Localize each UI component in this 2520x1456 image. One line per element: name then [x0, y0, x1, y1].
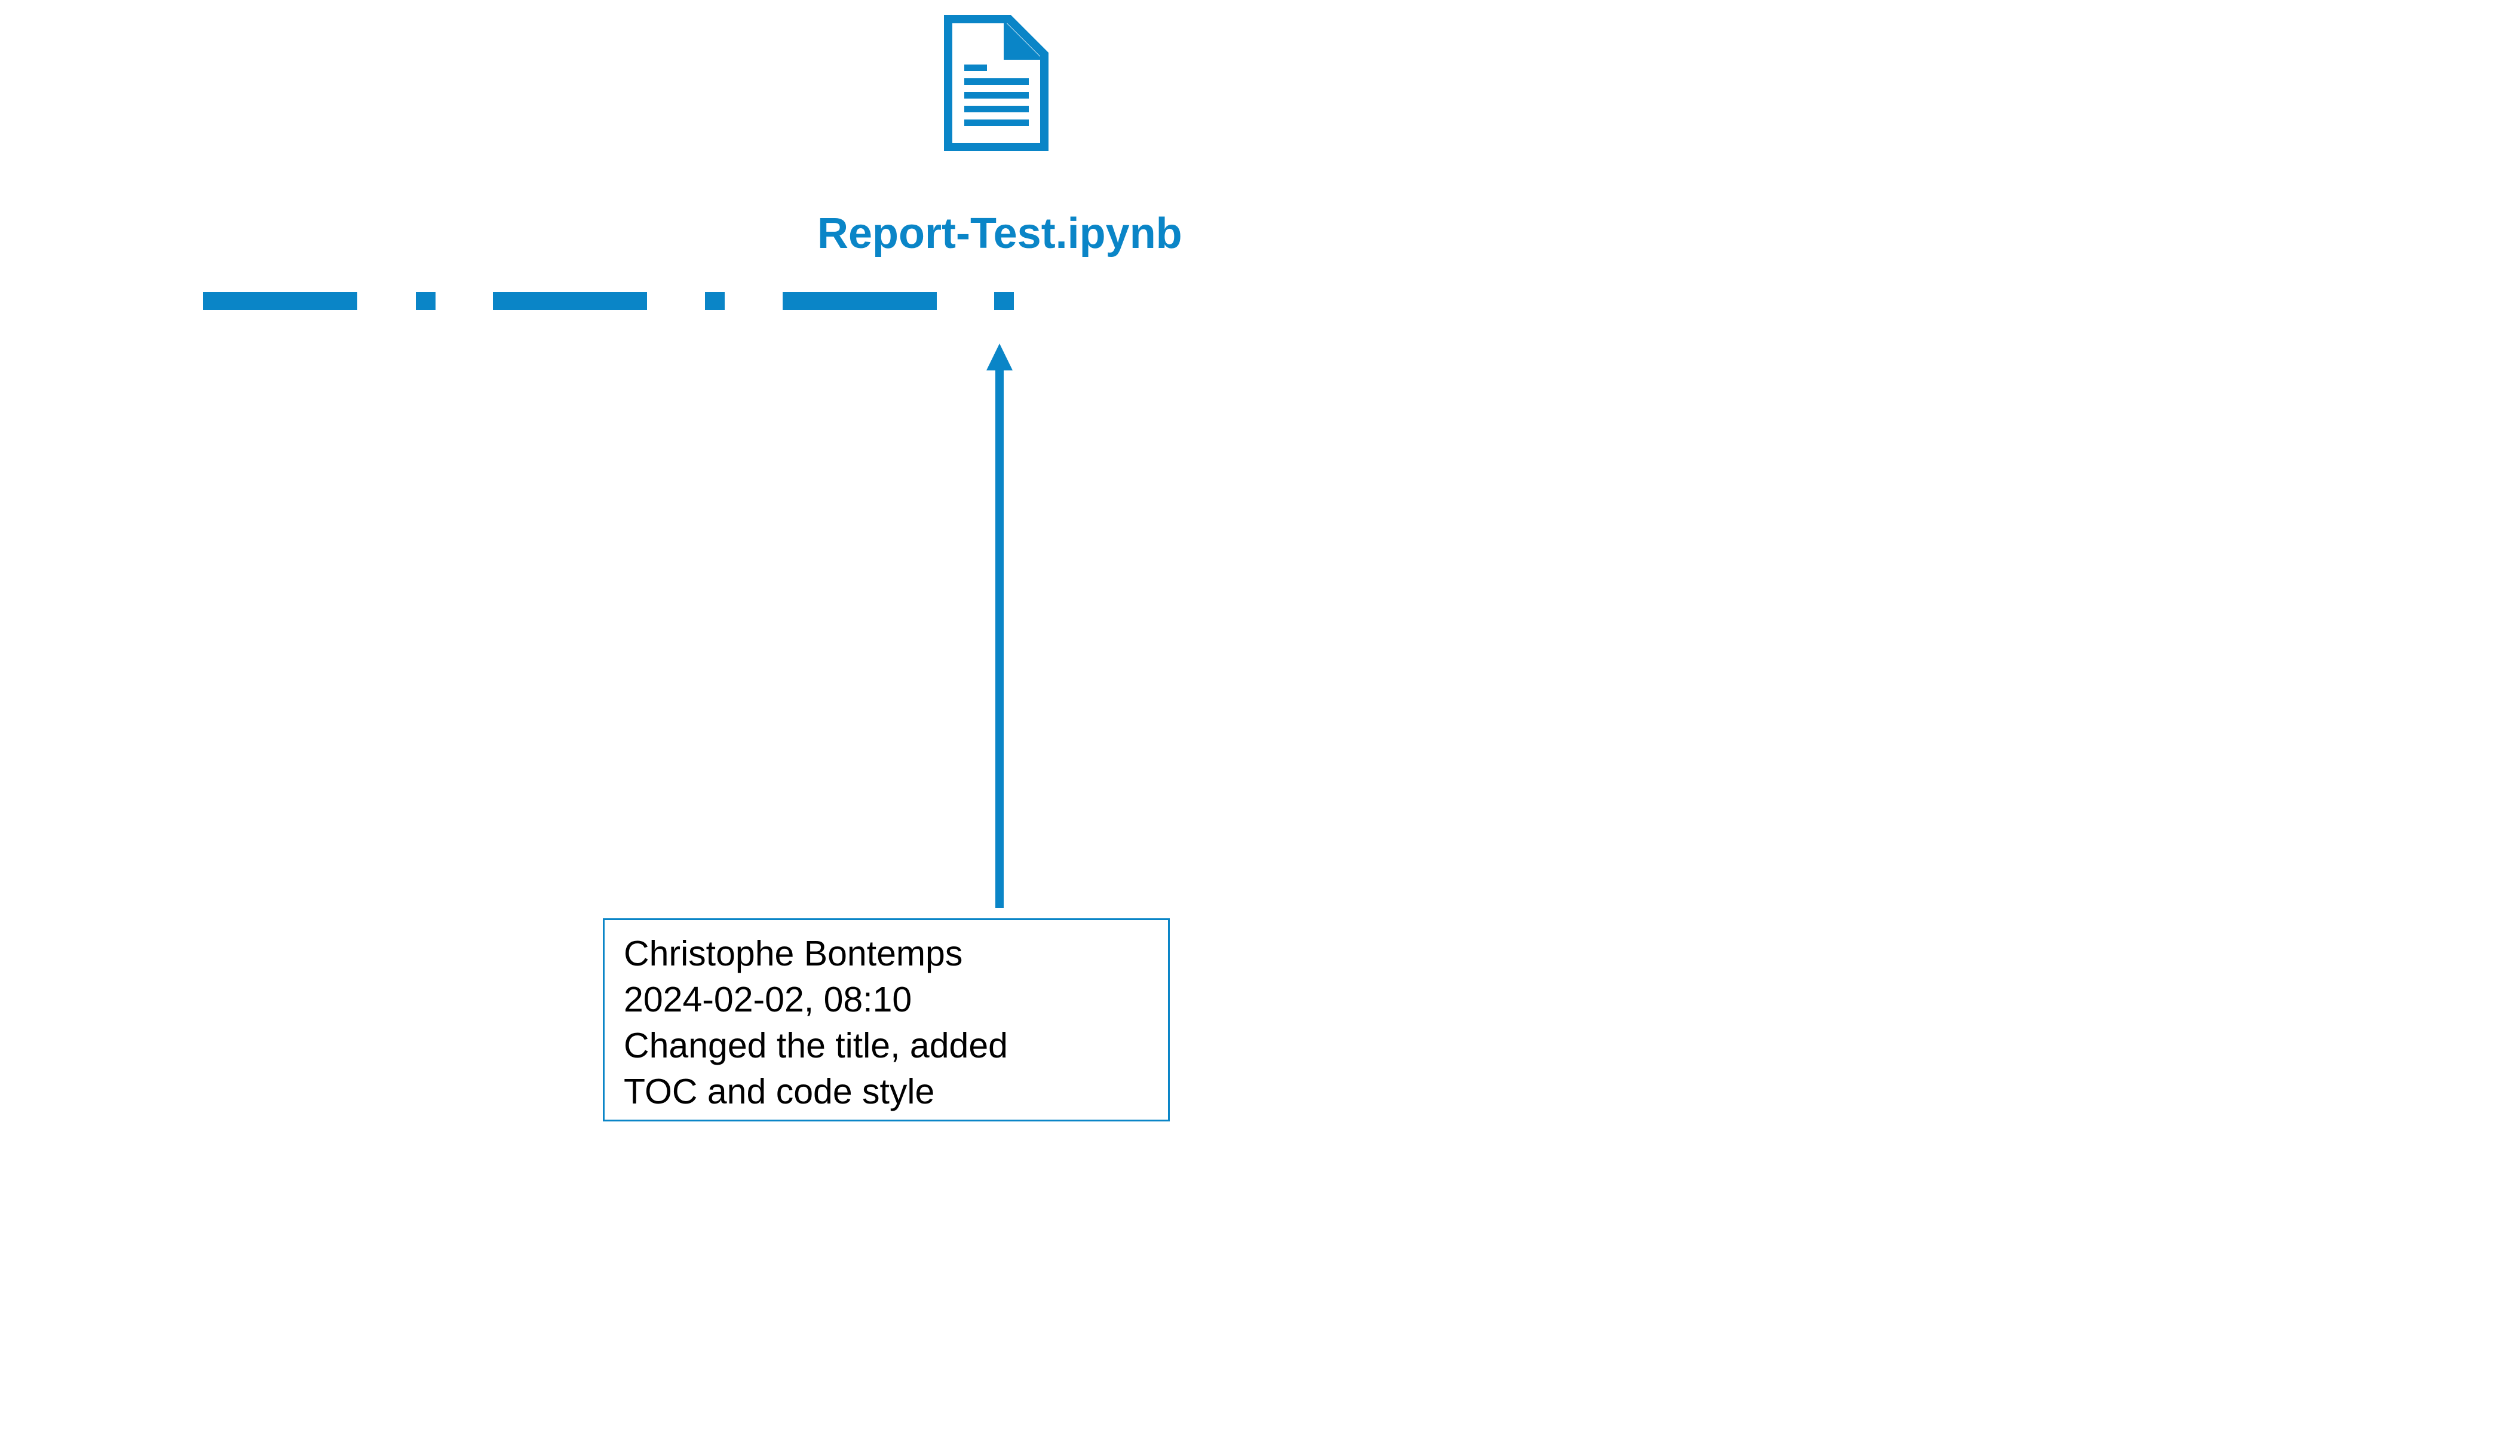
document-icon — [944, 15, 1049, 151]
timeline-dash — [783, 292, 937, 310]
timeline-dot — [416, 292, 436, 310]
timeline-dashes — [203, 292, 1014, 310]
commit-message-line: Changed the title, added — [624, 1026, 1008, 1065]
commit-note: Christophe Bontemps 2024-02-02, 08:10 Ch… — [603, 918, 1170, 1121]
commit-timestamp: 2024-02-02, 08:10 — [624, 980, 912, 1019]
commit-arrow — [986, 344, 1013, 908]
timeline-dash — [493, 292, 647, 310]
arrow-head-icon — [986, 344, 1013, 370]
commit-message-line: TOC and code style — [624, 1072, 935, 1111]
timeline-dot — [705, 292, 725, 310]
timeline-dash — [203, 292, 357, 310]
file-name-label: Report-Test.ipynb — [817, 210, 1182, 258]
timeline-dot — [994, 292, 1014, 310]
commit-author: Christophe Bontemps — [624, 934, 963, 973]
